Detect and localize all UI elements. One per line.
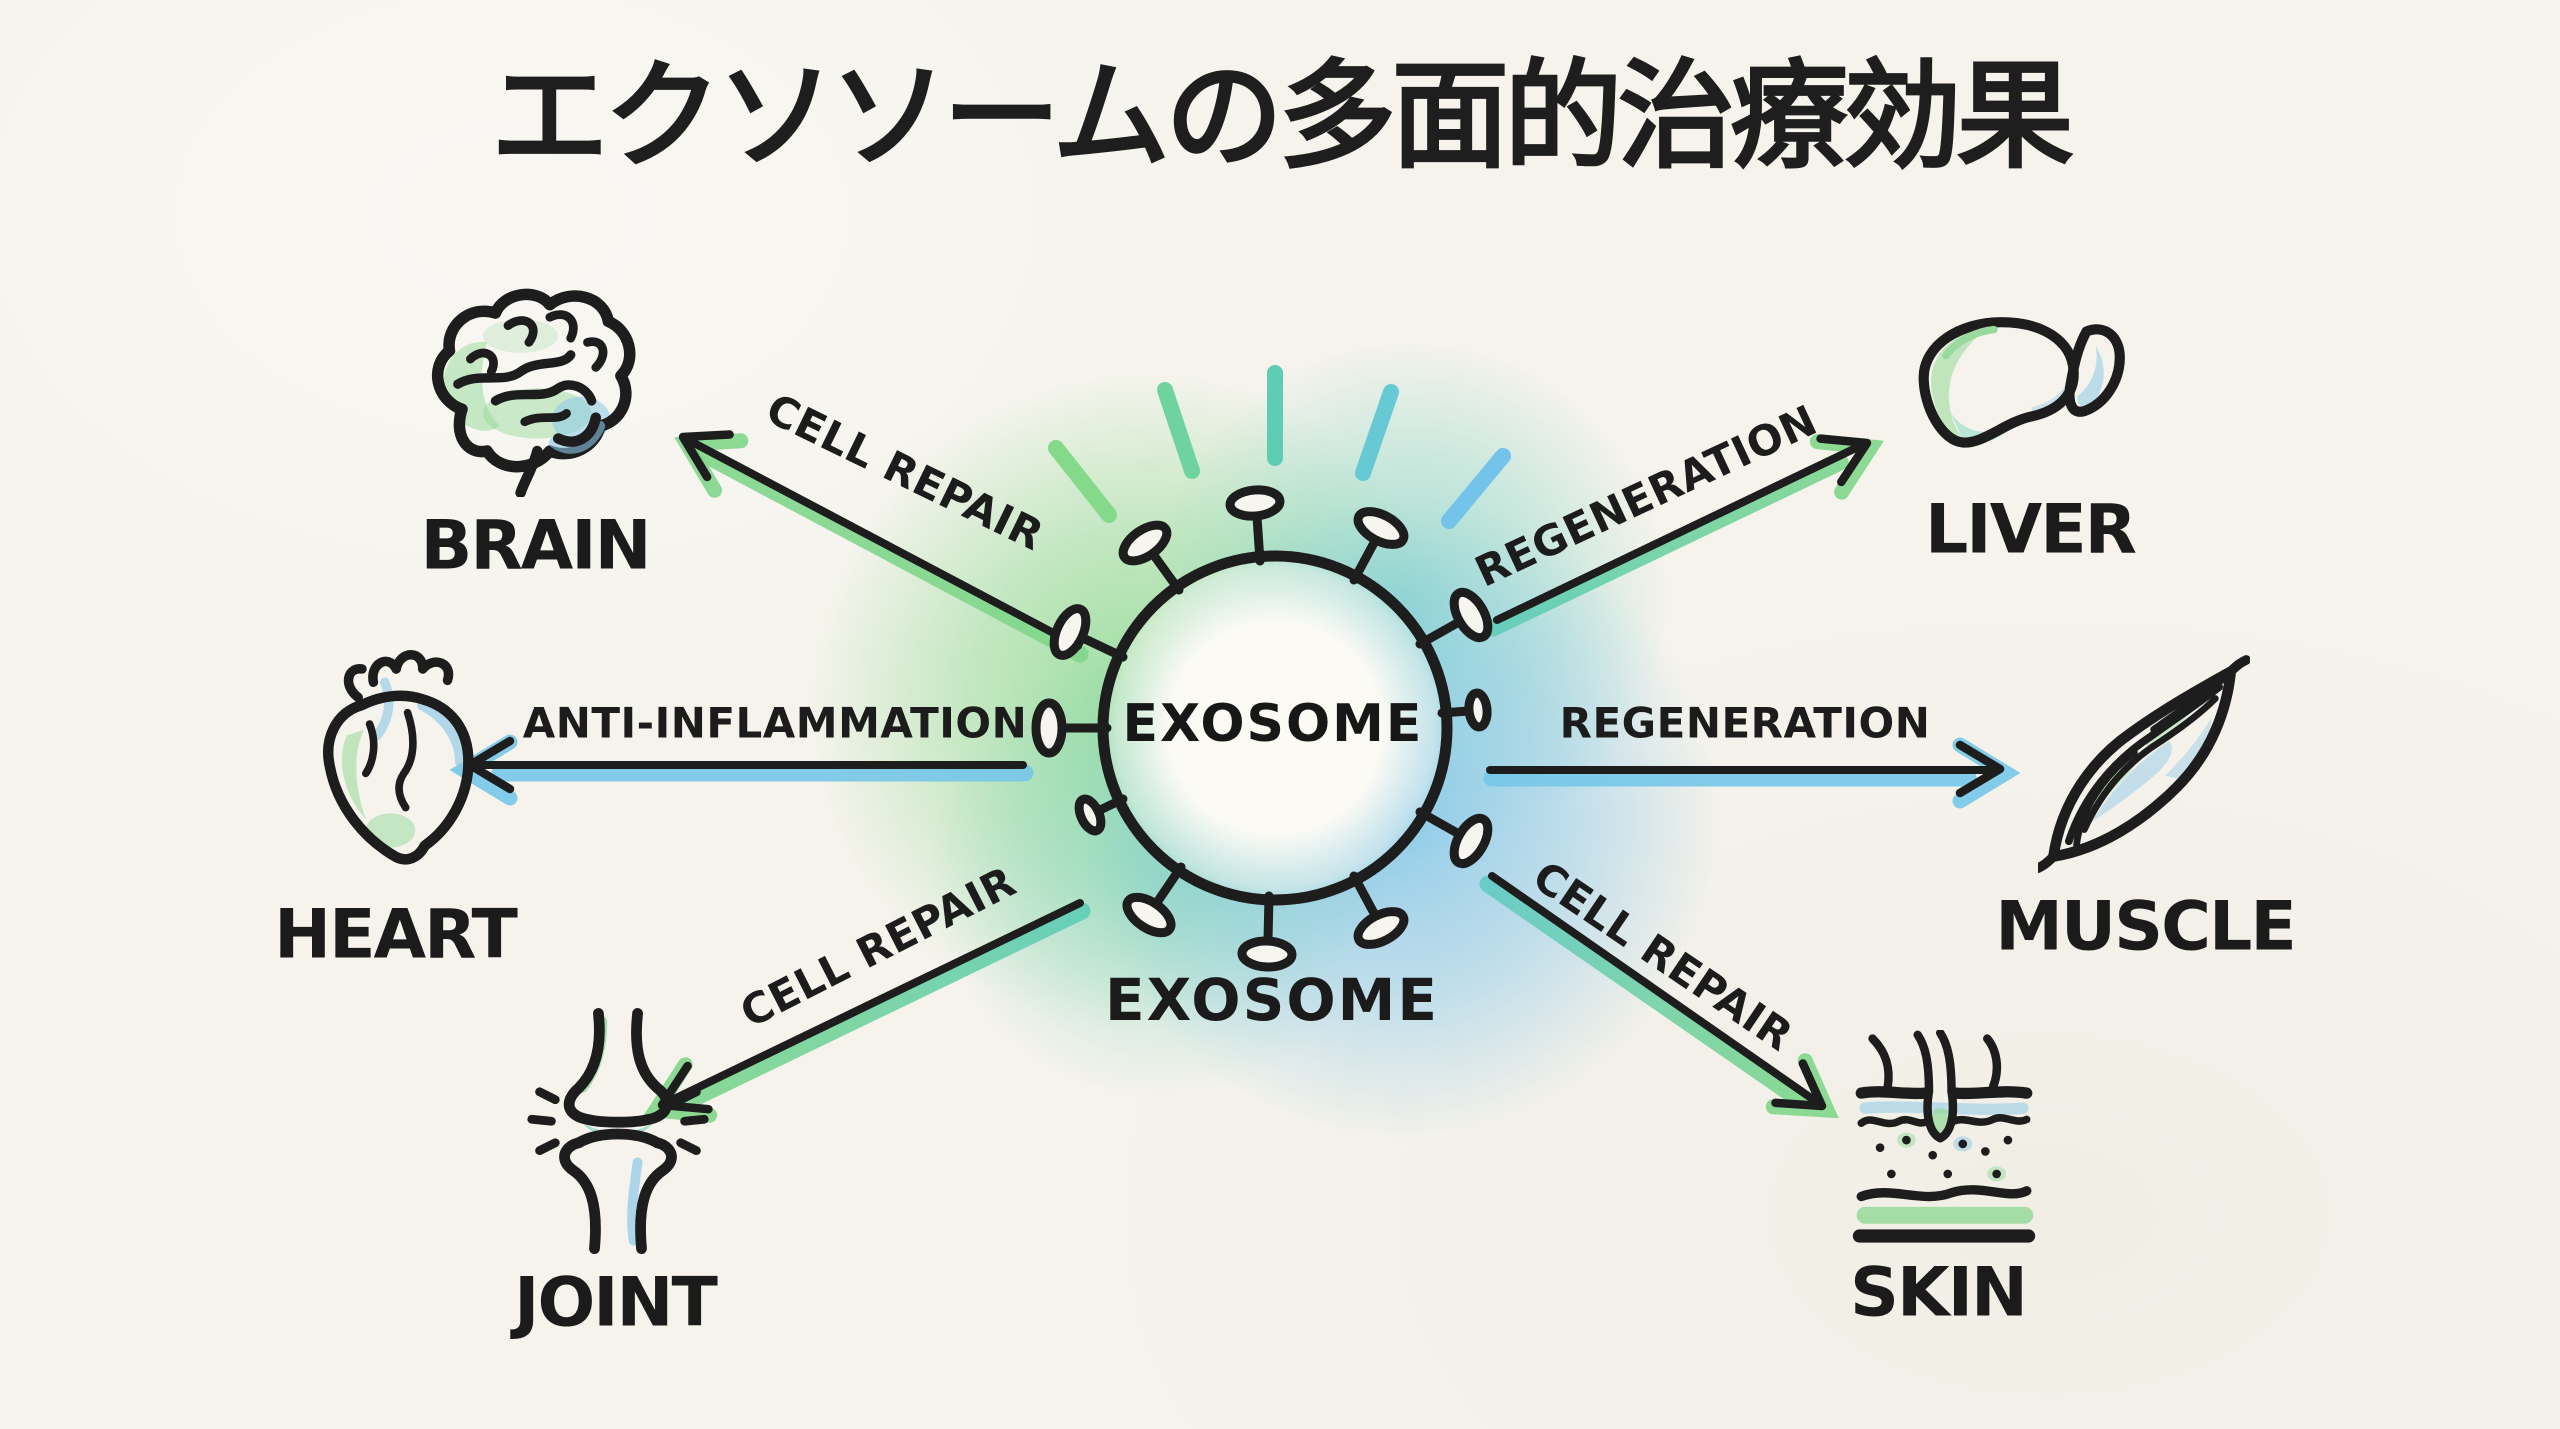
exosome-caption-label: EXOSOME xyxy=(1105,966,1439,1034)
organ-label-liver: LIVER xyxy=(1924,490,2137,570)
skin-icon xyxy=(1852,1030,2036,1243)
page-title: エクソソームの多面的治療効果 xyxy=(490,47,2074,185)
arrow-to-muscle xyxy=(1483,737,2021,809)
arrow-to-liver xyxy=(1484,434,1885,637)
exosome-membrane-pins xyxy=(1031,485,1493,972)
skin-figure xyxy=(1850,1030,2038,1254)
exosome-rays xyxy=(1048,365,1511,529)
organ-label-muscle: MUSCLE xyxy=(1995,887,2297,967)
effect-label-muscle: REGENERATION xyxy=(1559,698,1931,748)
joint-figure xyxy=(520,1008,716,1256)
muscle-icon xyxy=(2038,655,2250,873)
organ-label-brain: BRAIN xyxy=(420,506,651,586)
effect-label-heart: ANTI-INFLAMMATION xyxy=(522,698,1028,748)
liver-icon xyxy=(1918,317,2125,448)
organ-label-heart: HEART xyxy=(274,895,518,975)
heart-figure xyxy=(305,638,495,888)
exosome-vesicle xyxy=(1031,485,1493,972)
muscle-figure xyxy=(2038,652,2250,880)
arrow-to-brain xyxy=(674,430,1089,663)
liver-figure xyxy=(1900,300,2125,485)
organ-label-joint: JOINT xyxy=(514,1263,718,1343)
brain-icon xyxy=(431,288,636,497)
organ-label-skin: SKIN xyxy=(1850,1253,2028,1333)
exosome-inner-label: EXOSOME xyxy=(1122,694,1424,754)
heart-icon xyxy=(323,650,474,865)
arrow-to-joint xyxy=(643,899,1091,1123)
arrow-to-skin xyxy=(1479,872,1839,1119)
brain-figure xyxy=(415,288,647,497)
joint-icon xyxy=(527,1008,709,1255)
